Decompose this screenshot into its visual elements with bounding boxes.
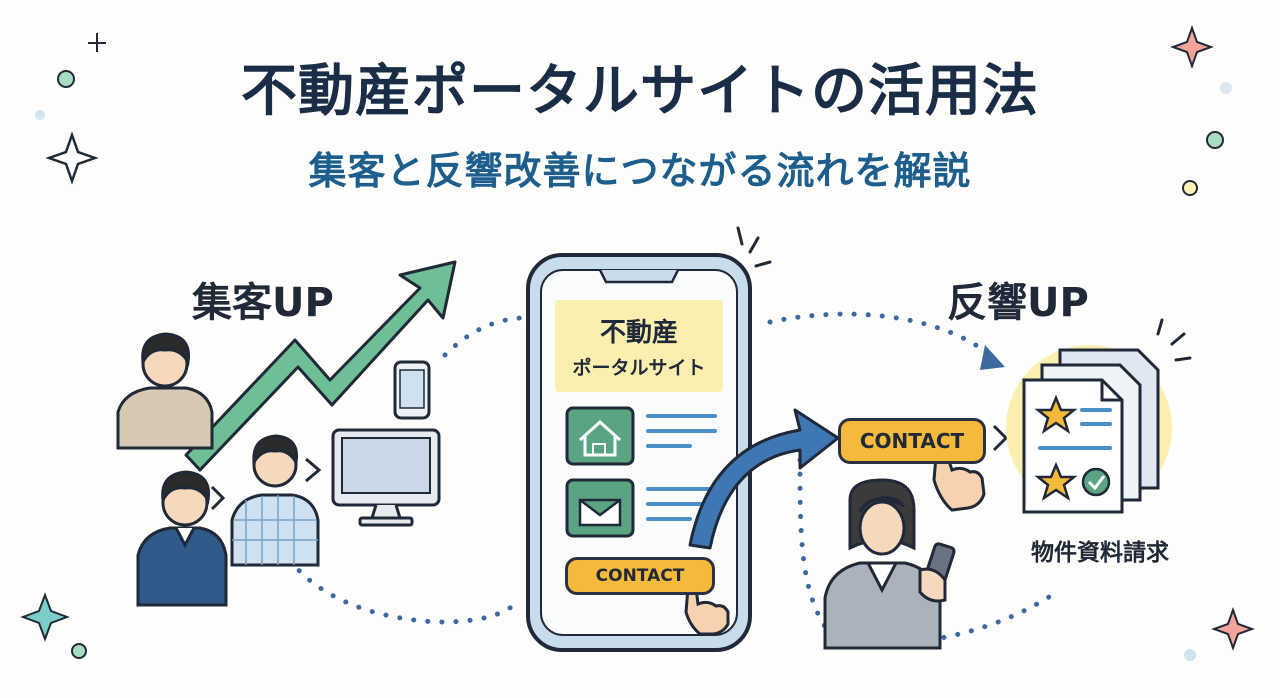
page-subtitle: 集客と反響改善につながる流れを解説 [308, 149, 972, 193]
acquisition-up-label: 集客UP [192, 280, 334, 326]
person-customer-icon [116, 332, 214, 450]
portal-smartphone [526, 226, 772, 652]
smartphone-device-icon [393, 360, 431, 420]
monitor-device-icon [331, 428, 441, 527]
contact-button[interactable]: CONTACT [838, 418, 986, 464]
sparkle-decoration [20, 25, 1255, 661]
response-up-label: 反響UP [947, 280, 1089, 326]
phone-title-line2: ポータルサイト [572, 357, 706, 379]
hand-pointer-icon [684, 450, 986, 636]
document-stack-icon [1006, 318, 1192, 514]
document-request-label: 物件資料請求 [1031, 540, 1169, 566]
flow-arrowhead [980, 345, 1005, 370]
person-customer-icon [136, 470, 228, 607]
person-customer-icon [230, 434, 320, 567]
page-title: 不動産ポータルサイトの活用法 [241, 59, 1039, 124]
person-agent-icon [823, 478, 956, 650]
phone-title-line1: 不動産 [599, 318, 678, 348]
chevron-right-icon [210, 424, 1009, 511]
phone-contact-button[interactable]: CONTACT [565, 557, 715, 595]
